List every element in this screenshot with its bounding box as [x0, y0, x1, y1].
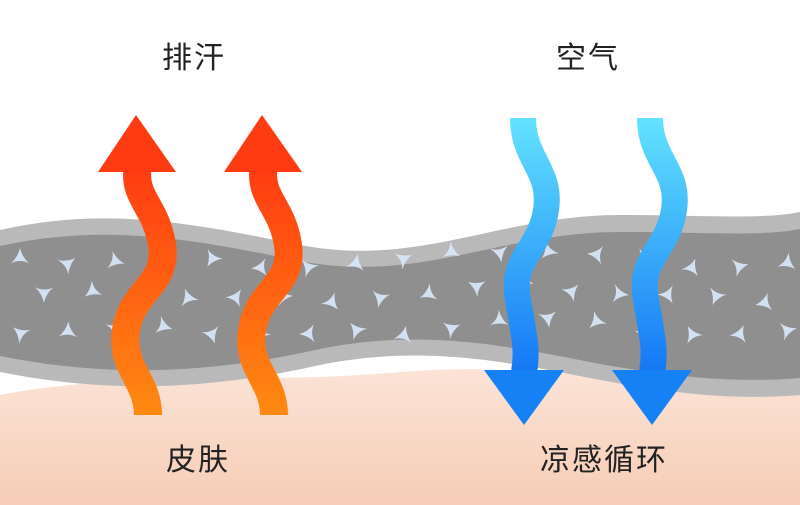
fiber-triangle-icon [442, 241, 461, 258]
air-arrow-right [612, 117, 692, 425]
fiber-triangle-icon [755, 292, 773, 311]
label-cool-circulation: 凉感循环 [540, 443, 668, 478]
fiber-triangle-icon [299, 324, 315, 343]
fiber-triangle-icon [777, 252, 796, 269]
fiber-triangle-icon [612, 284, 629, 303]
air-arrow-left [484, 117, 564, 425]
fiber-triangle-icon [207, 248, 223, 267]
fiber-triangle-icon [561, 284, 579, 302]
skin-layer [0, 369, 800, 505]
fiber-triangle-icon [657, 285, 673, 304]
fiber-triangle-icon [468, 281, 486, 298]
fiber-triangle-icon [731, 259, 749, 277]
fiber-triangle-icon [155, 315, 173, 334]
fiber-triangle-icon [350, 322, 367, 341]
fiber-triangle-icon [84, 280, 103, 297]
fiber-triangle-icon [393, 325, 412, 343]
fiber-triangle-icon [490, 309, 508, 326]
fiber-triangle-icon [729, 325, 746, 343]
fiber-triangle-icon [687, 326, 703, 344]
fiber-triangle-icon [394, 253, 413, 270]
label-sweat: 排汗 [162, 41, 226, 76]
fiber-triangle-icon [372, 290, 391, 308]
fiber-triangle-icon [181, 288, 199, 307]
fiber-triangle-icon [35, 287, 54, 303]
fiber-triangle-icon [13, 327, 31, 344]
sweat-arrow-left [98, 115, 177, 416]
fiber-triangle-icon [251, 258, 268, 277]
fiber-triangle-icon [587, 246, 604, 265]
fiber-triangle-icon [589, 310, 607, 328]
fiber-triangle-icon [442, 322, 461, 339]
fiber-triangle-icon [58, 321, 77, 338]
label-skin: 皮肤 [166, 443, 230, 478]
fiber-triangle-icon [538, 311, 557, 328]
fiber-triangle-icon [779, 322, 797, 341]
fiber-triangle-icon [710, 287, 727, 306]
fiber-triangle-icon [11, 247, 29, 264]
fiber-triangle-icon [490, 245, 508, 263]
fabric-layer-inner [0, 229, 800, 380]
fiber-triangle-icon [419, 283, 438, 300]
fiber-triangle-icon [321, 292, 338, 310]
fiber-triangle-icon [201, 326, 219, 344]
fiber-triangle-icon [345, 253, 364, 271]
fiber-triangle-icon [57, 258, 76, 275]
label-air: 空气 [556, 41, 620, 76]
fiber-triangle-icon [225, 289, 241, 308]
fiber-triangle-icon [301, 259, 319, 278]
fiber-triangle-icon [681, 258, 698, 277]
sweat-arrow-right [224, 115, 303, 416]
fiber-triangle-icon [107, 250, 125, 269]
